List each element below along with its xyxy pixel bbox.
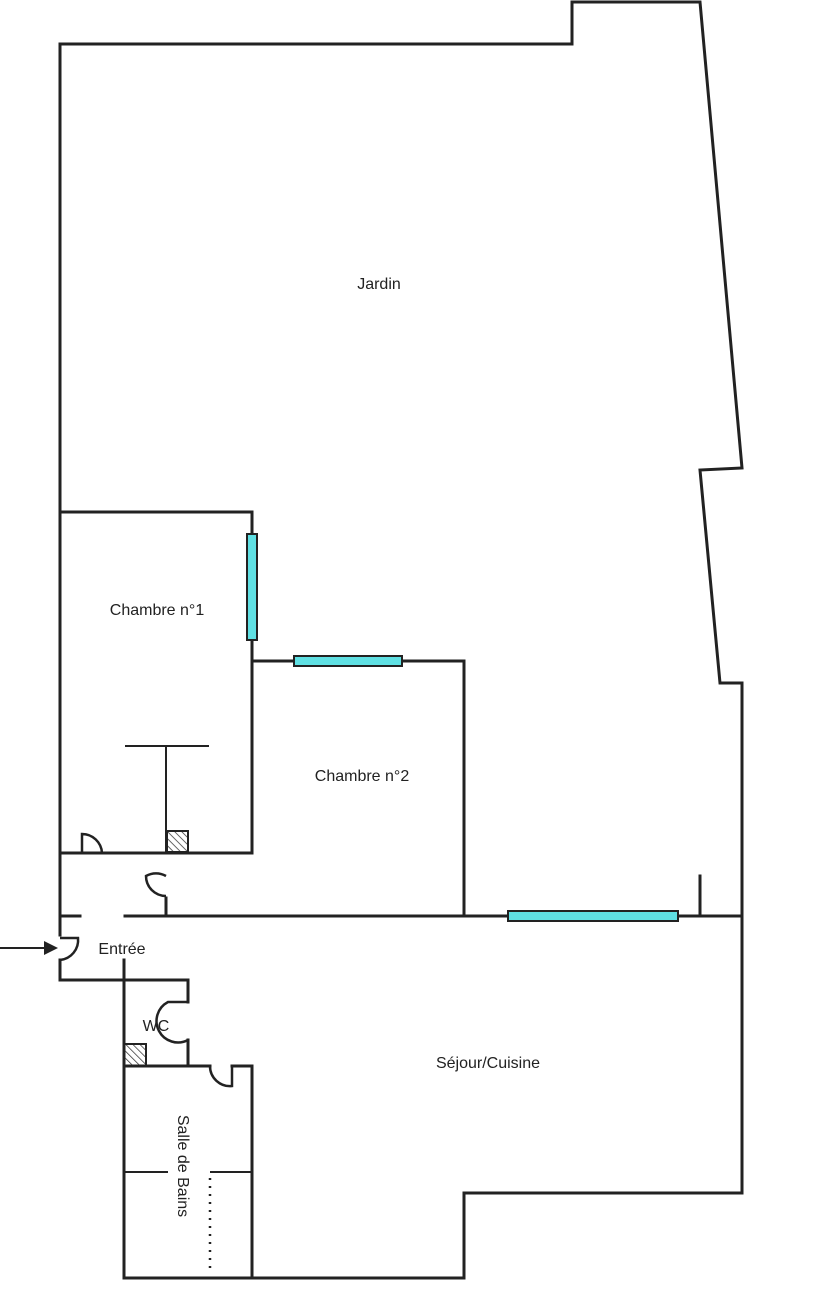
label-salle-de-bains: Salle de Bains [174, 1115, 191, 1217]
chambre1-walls [58, 510, 254, 855]
door-swing-icon [208, 1065, 234, 1088]
window-chambre1 [246, 533, 258, 641]
hatched-square-icon [123, 1043, 147, 1067]
window-sejour [507, 910, 679, 922]
hatched-square-icon [166, 830, 189, 853]
label-jardin: Jardin [357, 276, 401, 293]
label-entree: Entrée [98, 941, 145, 958]
label-sejour: Séjour/Cuisine [436, 1055, 540, 1072]
wc-walls [122, 958, 190, 1068]
bathroom-walls [122, 1064, 744, 1280]
door-swing-icon [144, 872, 167, 898]
label-chambre2: Chambre n°2 [315, 768, 410, 785]
arrow-head-icon [44, 941, 58, 955]
window-chambre2 [293, 655, 403, 667]
door-swing-icon [155, 1000, 189, 1044]
chambre2-walls [250, 659, 466, 918]
door-swing-icon [59, 936, 80, 962]
garden-boundary [58, 0, 744, 1182]
label-chambre1: Chambre n°1 [110, 602, 205, 619]
door-swing-icon [80, 832, 104, 854]
label-wc: WC [143, 1018, 170, 1035]
